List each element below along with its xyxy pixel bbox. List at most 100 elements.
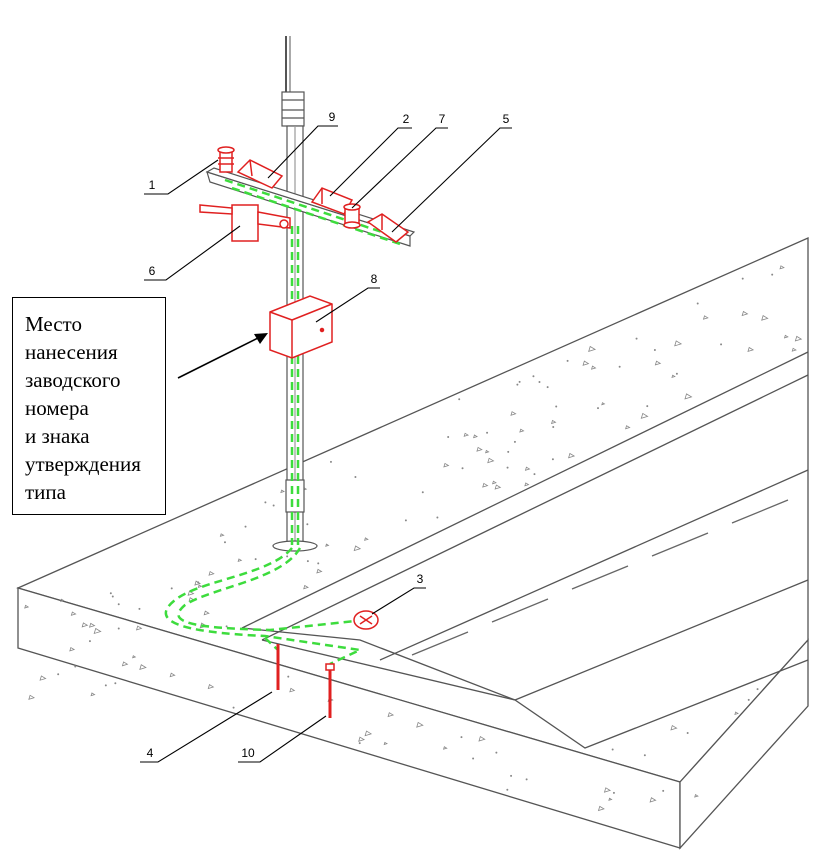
lane-dashes: [411, 499, 789, 656]
speckle: [590, 365, 597, 370]
callout-7: 7: [438, 112, 446, 126]
speckle: [416, 721, 424, 728]
speckle: [219, 533, 225, 537]
speckle: [519, 428, 525, 433]
crossarm: [205, 167, 416, 247]
speckle: [487, 457, 495, 464]
speckle: [546, 386, 549, 389]
speckle: [794, 335, 803, 342]
speckle: [492, 480, 497, 485]
concrete-texture: [24, 265, 803, 812]
speckle: [24, 604, 30, 609]
speckle: [306, 523, 309, 526]
speckle: [611, 748, 614, 751]
speckle: [404, 519, 407, 522]
speckle: [306, 560, 309, 563]
speckle: [640, 412, 649, 419]
component-6-unit: [199, 204, 291, 242]
component-5-sensor: [366, 213, 410, 243]
speckle: [39, 675, 47, 681]
speckle: [170, 587, 173, 590]
speckle: [625, 425, 631, 430]
speckle: [674, 340, 683, 347]
road-slab: [16, 237, 809, 850]
speckle: [286, 555, 289, 558]
speckle: [289, 687, 296, 693]
speckle: [60, 598, 65, 603]
note-arrow-head: [254, 333, 268, 344]
speckle: [686, 732, 689, 735]
speckle: [568, 452, 576, 459]
speckle: [443, 462, 450, 468]
speckle: [608, 797, 613, 801]
speckle: [510, 411, 517, 416]
speckle: [478, 735, 486, 742]
speckle: [138, 607, 141, 610]
speckle: [694, 794, 699, 798]
speckle: [524, 482, 530, 487]
speckle: [791, 347, 797, 352]
speckle: [635, 337, 638, 340]
leader-9: [267, 125, 338, 179]
speckle: [383, 741, 388, 746]
speckle: [646, 405, 649, 408]
speckle: [74, 665, 77, 668]
speckle: [513, 440, 516, 443]
speckle: [473, 434, 478, 439]
speckle: [675, 372, 678, 375]
speckle: [482, 482, 489, 488]
speckle: [525, 778, 528, 781]
component-9-sensor: [236, 159, 284, 189]
cable-trench-2: [177, 547, 366, 632]
speckle: [495, 751, 498, 754]
road-shoulder-front: [261, 639, 809, 749]
speckle: [237, 558, 243, 562]
speckle: [117, 603, 120, 606]
road-far-edge-lower: [514, 579, 809, 701]
speckle: [582, 360, 590, 366]
speckle: [485, 449, 490, 454]
speckle: [734, 711, 739, 715]
speckle: [203, 610, 210, 616]
speckle: [223, 541, 226, 544]
speckle: [317, 562, 320, 565]
speckle: [756, 688, 759, 691]
speckle: [601, 402, 606, 406]
leader-4: [140, 691, 273, 763]
speckle: [671, 374, 676, 379]
speckle: [510, 774, 513, 777]
speckle: [771, 273, 774, 276]
speckle: [90, 692, 96, 697]
speckle: [280, 489, 286, 494]
speckle: [653, 349, 656, 352]
speckle: [461, 467, 464, 470]
speckle: [272, 504, 275, 507]
callout-10: 10: [241, 746, 255, 760]
speckle: [533, 473, 536, 476]
speckle: [132, 655, 137, 659]
speckle: [472, 757, 475, 760]
component-7-sensor: [343, 203, 361, 229]
note-line: заводского: [25, 368, 121, 392]
speckle: [325, 543, 330, 547]
speckle: [254, 558, 257, 561]
speckle: [588, 345, 597, 352]
leader-3: [371, 587, 426, 615]
speckle: [135, 625, 143, 631]
speckle: [460, 736, 463, 739]
speckle: [208, 570, 215, 576]
callout-2: 2: [402, 112, 410, 126]
speckle: [612, 791, 615, 794]
speckle: [354, 475, 357, 478]
speckle: [476, 446, 483, 452]
speckle: [532, 375, 535, 378]
speckle: [555, 405, 558, 408]
mast-hatch: [285, 479, 305, 513]
cable-crossarm-2: [231, 186, 401, 246]
note-line: утверждения: [25, 452, 141, 476]
speckle: [550, 419, 557, 425]
speckle: [139, 664, 147, 670]
speckle: [597, 407, 600, 410]
note-line: номера: [25, 396, 89, 420]
